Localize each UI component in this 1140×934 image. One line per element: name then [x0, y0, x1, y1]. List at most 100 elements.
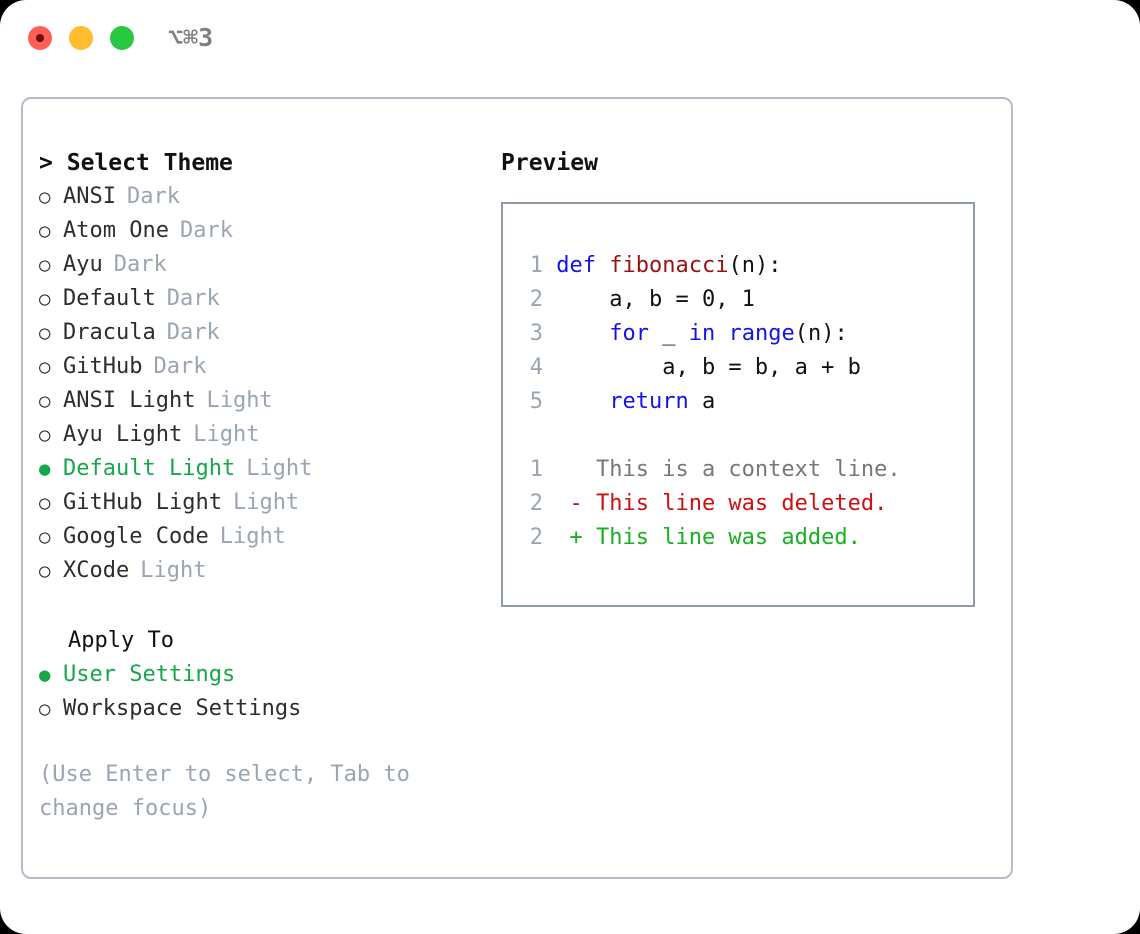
radio-unselected-icon: ○: [39, 322, 51, 344]
code-token: a, b = b, a + b: [556, 355, 861, 380]
keyboard-hint-text: (Use Enter to select, Tab to change focu…: [39, 762, 424, 821]
code-token: (n):: [794, 321, 848, 346]
theme-option[interactable]: ● Default Light Light: [39, 452, 499, 486]
maximize-button[interactable]: [110, 26, 134, 50]
code-gutter-space: [543, 355, 556, 380]
radio-unselected-icon: ○: [39, 254, 51, 276]
code-gutter-space: [543, 287, 556, 312]
theme-option-label: Default Light: [63, 456, 236, 481]
theme-variant-tag: Light: [140, 558, 207, 583]
line-number: 3: [529, 321, 543, 346]
code-token: [596, 253, 609, 278]
apply-to-option[interactable]: ● User Settings: [39, 658, 499, 692]
code-token: [556, 321, 609, 346]
theme-option[interactable]: ○ Default Dark: [39, 282, 499, 316]
theme-option[interactable]: ○ ANSI Light Light: [39, 384, 499, 418]
apply-to-option-list[interactable]: ● User Settings ○ Workspace Settings: [39, 658, 499, 726]
code-gutter-space: [543, 389, 556, 414]
code-token: _: [648, 321, 689, 346]
code-token: a: [688, 389, 716, 414]
theme-variant-tag: Dark: [166, 320, 220, 345]
code-token: [715, 321, 728, 346]
theme-option-label: ANSI: [63, 184, 116, 209]
theme-option-label: GitHub Light: [63, 490, 222, 515]
code-gutter-space: [543, 321, 556, 346]
radio-unselected-icon: ○: [39, 220, 51, 242]
theme-variant-tag: Dark: [113, 252, 167, 277]
code-token: a, b = 0, 1: [556, 287, 755, 312]
section-spacer: [39, 588, 499, 624]
theme-option-label: Google Code: [63, 524, 209, 549]
radio-unselected-icon: ○: [39, 492, 51, 514]
code-token: def: [556, 253, 596, 278]
code-token: return: [609, 389, 689, 414]
code-token: (n):: [728, 253, 782, 278]
radio-selected-icon: ●: [39, 458, 51, 480]
traffic-light-buttons: [28, 26, 134, 50]
code-line: 4 a, b = b, a + b: [515, 351, 901, 385]
theme-variant-tag: Light: [219, 524, 286, 549]
diff-text: This line was added.: [595, 525, 861, 550]
code-token: for: [609, 321, 649, 346]
theme-option[interactable]: ○ Atom One Dark: [39, 214, 499, 248]
apply-to-option-label: User Settings: [63, 662, 236, 687]
radio-unselected-icon: ○: [39, 698, 51, 720]
diff-text: This is a context line.: [595, 457, 901, 482]
prompt-caret-icon: >: [39, 150, 53, 176]
theme-option[interactable]: ○ Dracula Dark: [39, 316, 499, 350]
preview-heading: Preview: [501, 150, 598, 176]
line-number: 5: [529, 389, 543, 414]
theme-variant-tag: Light: [246, 456, 313, 481]
theme-variant-tag: Light: [193, 422, 260, 447]
minimize-button[interactable]: [69, 26, 93, 50]
keyboard-shortcut-label: ⌥⌘3: [168, 23, 214, 52]
line-number: 2: [529, 525, 543, 550]
code-token: [556, 389, 609, 414]
theme-option-label: ANSI Light: [63, 388, 196, 413]
radio-unselected-icon: ○: [39, 390, 51, 412]
theme-variant-tag: Dark: [179, 218, 233, 243]
theme-option-label: Ayu Light: [63, 422, 183, 447]
theme-variant-tag: Light: [206, 388, 273, 413]
diff-marker: +: [543, 525, 596, 550]
theme-option-label: Dracula: [63, 320, 156, 345]
theme-option-label: GitHub: [63, 354, 143, 379]
diff-marker: -: [543, 491, 596, 516]
radio-unselected-icon: ○: [39, 526, 51, 548]
radio-unselected-icon: ○: [39, 560, 51, 582]
radio-unselected-icon: ○: [39, 288, 51, 310]
apply-to-heading: Apply To: [68, 628, 174, 653]
code-line: 5 return a: [515, 385, 901, 419]
theme-option-label: Atom One: [63, 218, 169, 243]
diff-text: This line was deleted.: [595, 491, 888, 516]
code-gutter-space: [543, 253, 556, 278]
select-theme-heading: > Select Theme: [39, 146, 499, 180]
code-token: range: [728, 321, 795, 346]
apply-to-option[interactable]: ○ Workspace Settings: [39, 692, 499, 726]
apply-to-option-label: Workspace Settings: [63, 696, 302, 721]
close-button[interactable]: [28, 26, 52, 50]
theme-option-label: Default: [63, 286, 156, 311]
line-number: 4: [529, 355, 543, 380]
code-token: fibonacci: [609, 253, 729, 278]
theme-variant-tag: Dark: [166, 286, 220, 311]
radio-selected-icon: ●: [39, 664, 51, 686]
diff-marker: [543, 457, 596, 482]
theme-variant-tag: Dark: [153, 354, 207, 379]
line-number: 2: [529, 491, 543, 516]
radio-unselected-icon: ○: [39, 186, 51, 208]
code-line: 1 def fibonacci(n):: [515, 249, 901, 283]
code-diff-separator: [515, 419, 901, 453]
theme-option[interactable]: ○ Google Code Light: [39, 520, 499, 554]
